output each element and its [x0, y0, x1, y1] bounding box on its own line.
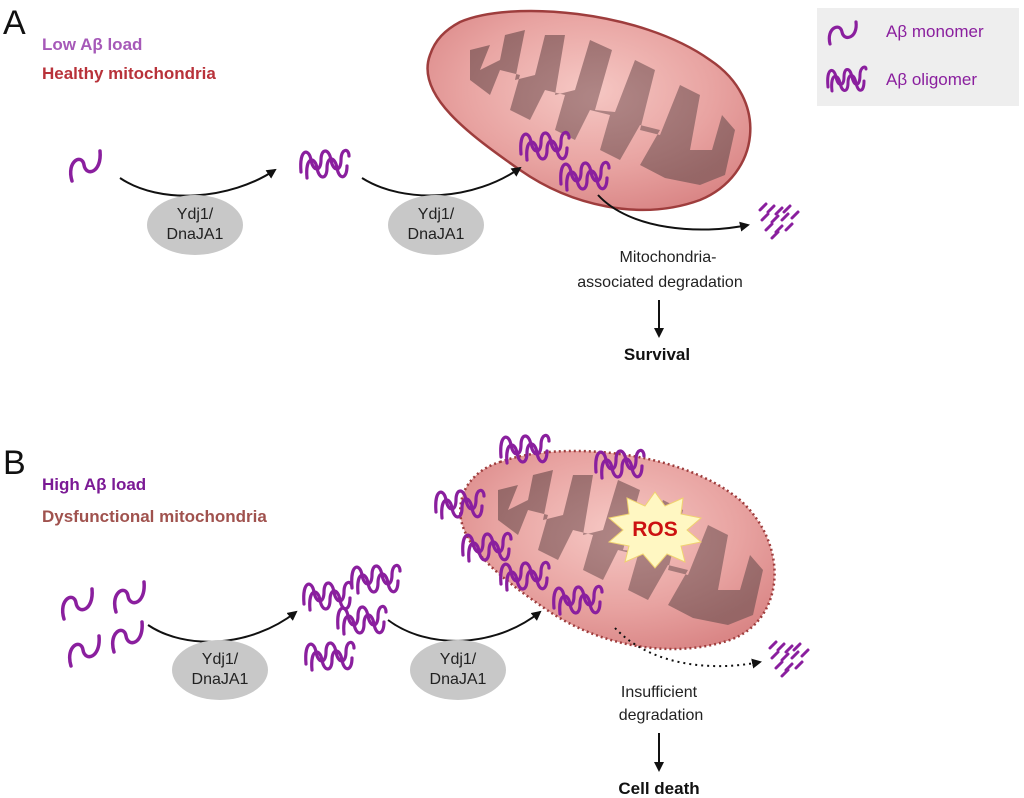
panel-a-outcome: Survival [624, 345, 690, 364]
panel-b-oligomer-1 [302, 580, 354, 612]
panel-a-letter: A [3, 4, 26, 42]
panel-a-chaperone-oval-1: Ydj1/ DnaJA1 [147, 195, 243, 255]
panel-a-degraded-fragments [758, 202, 800, 240]
panel-b-oligomer-3 [336, 604, 388, 636]
panel-b-outcome: Cell death [618, 779, 699, 798]
panel-b-chaperone-1-line2: DnaJA1 [192, 671, 249, 688]
panel-a-process-note-line2: associated degradation [577, 274, 742, 291]
panel-a-monomer [68, 149, 102, 183]
panel-a-chaperone-1-line2: DnaJA1 [167, 226, 224, 243]
panel-b-chaperone-oval-2: Ydj1/ DnaJA1 [410, 640, 506, 700]
panel-a-arrow-1 [119, 168, 277, 197]
panel-a-bound-oligomer-1 [519, 130, 571, 162]
panel-a-degradation-arrow [597, 194, 750, 232]
healthy-mitochondrion [426, 9, 752, 212]
panel-b-bound-oligomer-2 [594, 448, 646, 480]
panel-b-bound-oligomer-1 [499, 433, 551, 465]
panel-b: B High Aβ load Dysfunctional mitochondri… [3, 433, 810, 798]
dysfunctional-mitochondrion: ROS [459, 449, 776, 651]
panel-a-load-label: Low Aβ load [42, 35, 142, 54]
ros-burst: ROS [607, 491, 703, 569]
panel-b-arrow-2 [387, 610, 542, 642]
panel-b-bound-oligomer-6 [552, 584, 604, 616]
panel-b-arrow-1 [147, 610, 298, 643]
panel-b-chaperone-2-line1: Ydj1/ [440, 651, 477, 668]
panel-b-mito-label: Dysfunctional mitochondria [42, 507, 267, 526]
legend-box [817, 8, 1019, 106]
panel-b-bound-oligomer-3 [434, 488, 486, 520]
panel-a-mito-label: Healthy mitochondria [42, 64, 216, 83]
panel-b-load-label: High Aβ load [42, 475, 146, 494]
panel-b-bound-oligomer-5 [499, 560, 551, 592]
panel-b-chaperone-1-line1: Ydj1/ [202, 651, 239, 668]
panel-b-process-note-line1: Insufficient [621, 684, 698, 701]
panel-a-arrow-2 [361, 166, 522, 197]
legend-monomer-label: Aβ monomer [886, 22, 984, 41]
panel-b-bound-oligomer-4 [461, 531, 513, 563]
panel-a-chaperone-2-line2: DnaJA1 [408, 226, 465, 243]
panel-b-monomer-4 [110, 620, 144, 654]
panel-b-oligomer-4 [304, 640, 356, 672]
legend-monomer-icon [827, 20, 858, 46]
mito-cristae [470, 30, 735, 185]
panel-b-monomer-3 [67, 634, 101, 668]
panel-a-oligomer [299, 148, 351, 180]
legend: Aβ monomer Aβ oligomer [817, 8, 1019, 106]
panel-b-oligomer-2 [350, 563, 402, 595]
ros-label: ROS [632, 518, 678, 541]
panel-a-chaperone-2-line1: Ydj1/ [418, 206, 455, 223]
panel-a-chaperone-1-line1: Ydj1/ [177, 206, 214, 223]
panel-a-process-note-line1: Mitochondria- [620, 249, 717, 266]
panel-b-chaperone-oval-1: Ydj1/ DnaJA1 [172, 640, 268, 700]
panel-b-monomer-2 [112, 580, 146, 614]
panel-b-degraded-fragments [768, 640, 810, 678]
mito-cristae-damaged [498, 470, 763, 625]
legend-oligomer-label: Aβ oligomer [886, 70, 977, 89]
legend-oligomer-icon [826, 65, 868, 93]
panel-b-letter: B [3, 444, 26, 482]
panel-a: A Low Aβ load Healthy mitochondria Ydj1/… [3, 4, 800, 364]
panel-a-bound-oligomer-2 [559, 160, 611, 192]
panel-b-chaperone-2-line2: DnaJA1 [430, 671, 487, 688]
panel-a-chaperone-oval-2: Ydj1/ DnaJA1 [388, 195, 484, 255]
panel-b-monomer-1 [60, 587, 94, 621]
panel-b-process-note-line2: degradation [619, 707, 704, 724]
